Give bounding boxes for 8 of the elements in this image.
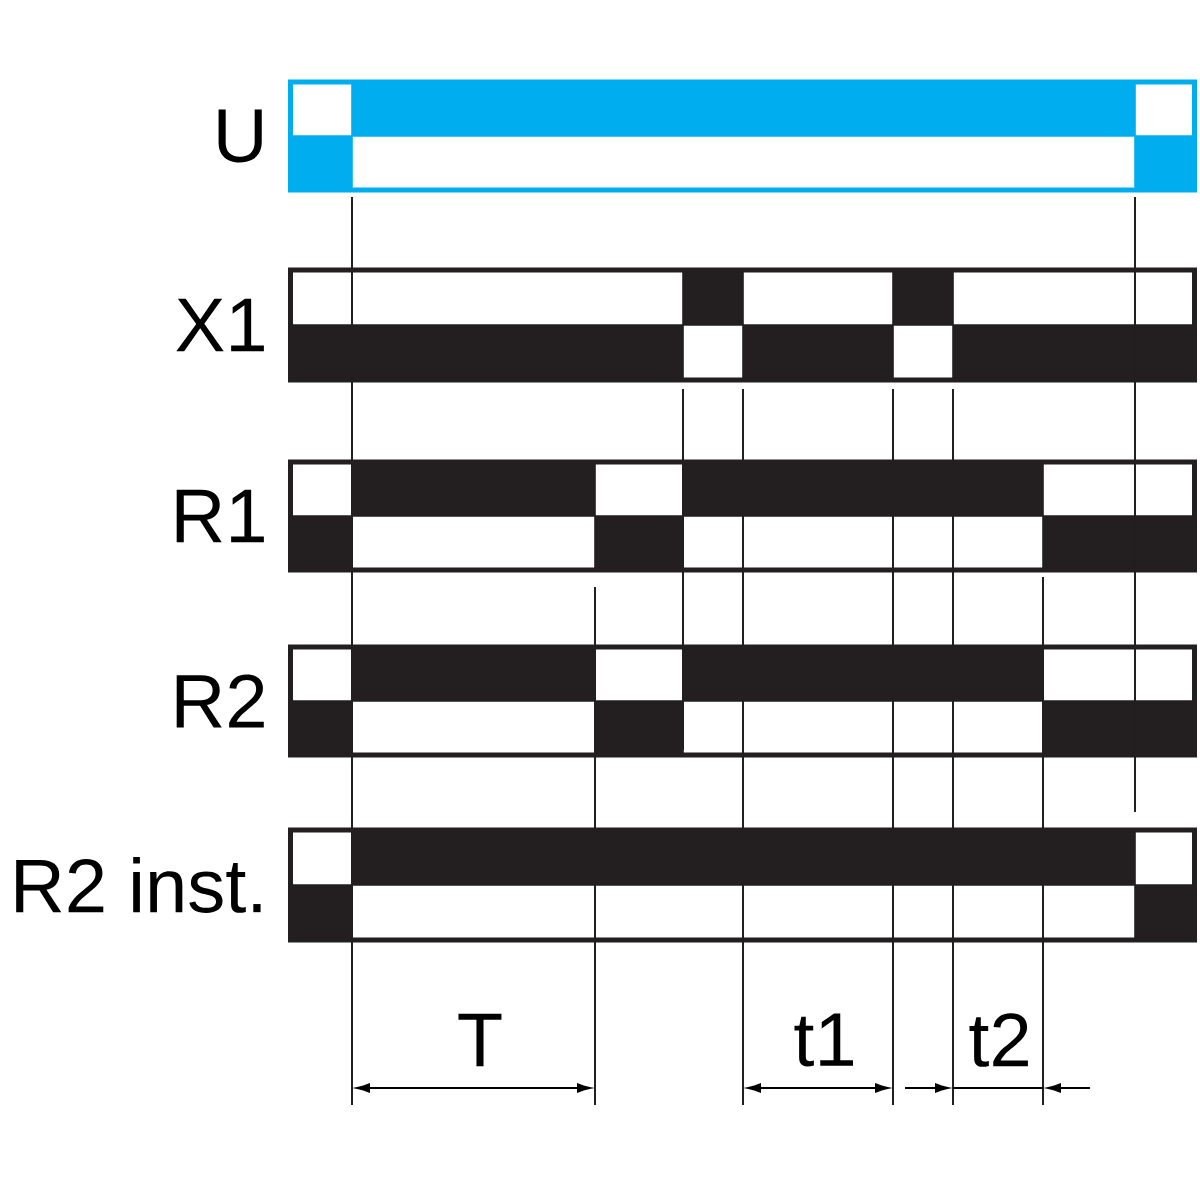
row-label: R2	[176, 674, 264, 728]
dimension-label: t1	[794, 1013, 853, 1067]
dimension-label: T	[458, 1013, 502, 1067]
row-label: U	[218, 109, 262, 163]
row-label: R2 inst.	[16, 857, 261, 913]
row-label: R1	[176, 489, 264, 543]
row-label: X1	[176, 298, 264, 352]
dimension-label: t2	[969, 1013, 1028, 1067]
